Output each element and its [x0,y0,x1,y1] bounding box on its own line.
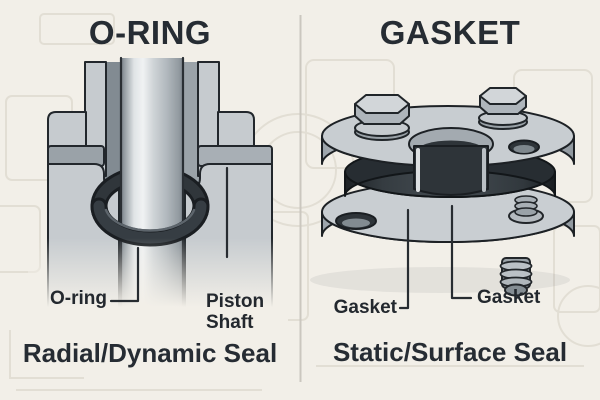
label-gasket-right: Gasket [477,287,541,308]
label-piston-shaft-line1: Piston [206,291,265,312]
leader-line-gasket-left [398,208,410,310]
hex-bolt-right [478,87,528,130]
caption-radial-dynamic-seal: Radial/Dynamic Seal [22,338,278,368]
leader-line-oring [109,246,140,303]
bolt-tip-threads [499,257,533,297]
fade-overlay [28,238,288,342]
o-ring-seal-front [90,197,210,247]
label-piston-shaft: Piston Shaft [206,291,265,334]
front-slot-cutout [413,145,489,196]
label-piston-shaft-line2: Shaft [206,311,254,333]
oring-cross-section-illustration [28,56,288,342]
label-gasket-left: Gasket [333,297,397,318]
panel-title-gasket: GASKET [379,14,521,51]
caption-static-surface-seal: Static/Surface Seal [332,337,568,367]
label-oring: O-ring [50,288,107,309]
flange-gasket-illustration [310,87,575,310]
leader-line-gasket-right [450,204,473,300]
stud-threads [514,195,538,217]
hex-bolt-left [354,94,410,141]
panel-title-oring: O-RING [88,14,212,51]
